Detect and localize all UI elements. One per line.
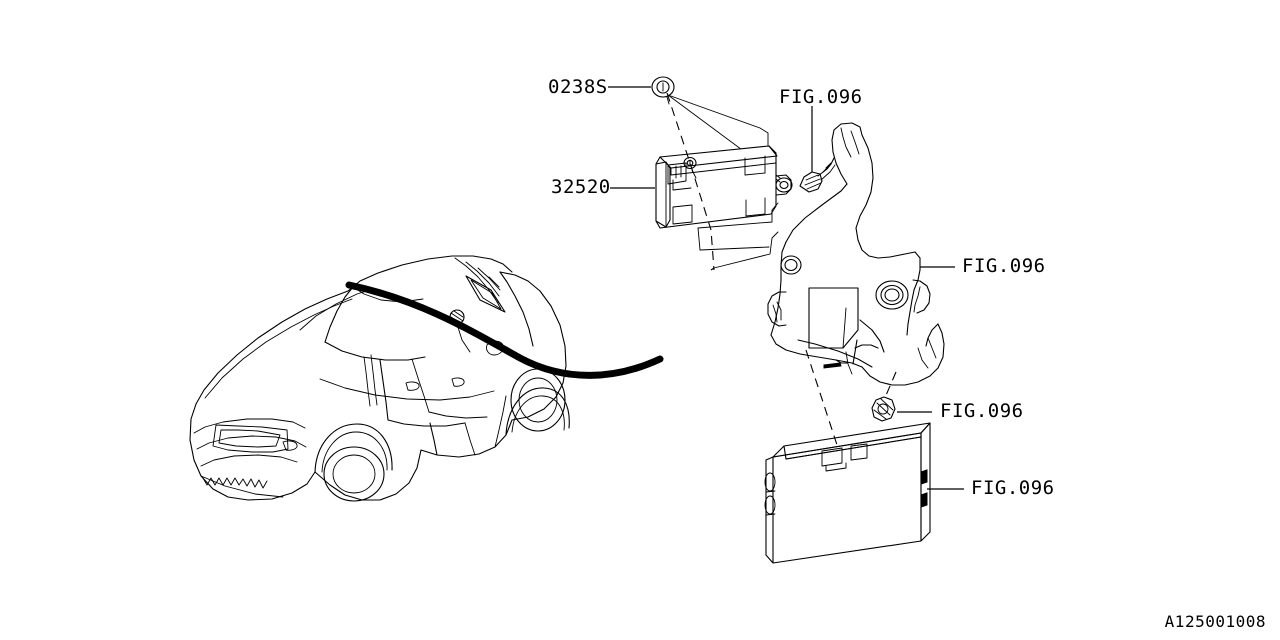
reference-fig096-nut: FIG.096 <box>940 400 1024 422</box>
part-number-32520: 32520 <box>551 176 611 198</box>
assembly-line-module <box>805 349 839 449</box>
reference-fig096-module: FIG.096 <box>971 477 1055 499</box>
control-unit-32520 <box>655 145 793 229</box>
reference-fig096-bracket: FIG.096 <box>962 255 1046 277</box>
mounting-bolt <box>799 157 836 193</box>
grommet-0238s <box>651 76 675 105</box>
part-number-0238s: 0238S <box>548 76 608 98</box>
diagram-code: A125001008 <box>1164 612 1266 631</box>
callout-pointer-curve <box>345 281 664 379</box>
mounting-bracket-shield <box>767 122 945 386</box>
control-module-unit <box>764 422 931 564</box>
reference-fig096-bolt: FIG.096 <box>779 86 863 108</box>
vehicle-outline-illustration <box>189 255 570 502</box>
mounting-nut <box>871 396 896 422</box>
assembly-line-relay <box>666 92 715 271</box>
